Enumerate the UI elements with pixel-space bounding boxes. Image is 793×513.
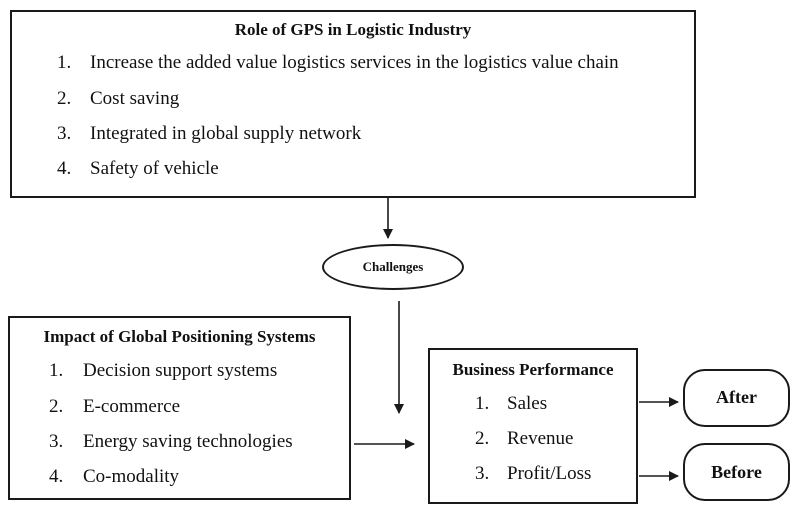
before-box: Before: [683, 443, 790, 501]
challenges-ellipse: Challenges: [322, 244, 464, 290]
impact-box-title: Impact of Global Positioning Systems: [43, 327, 316, 346]
item-text: Cost saving: [90, 88, 180, 109]
item-number: 4.: [49, 466, 64, 487]
item-text: Revenue: [507, 428, 574, 449]
impact-of-gps-box: Impact of Global Positioning Systems 1. D…: [8, 316, 351, 500]
item-text: Co-modality: [83, 466, 180, 487]
item-text: Increase the added value logistics servi…: [90, 52, 619, 73]
item-number: 2.: [475, 428, 490, 449]
item-text: E-commerce: [83, 396, 181, 417]
item-number: 3.: [57, 123, 72, 144]
item-number: 1.: [49, 360, 64, 381]
item-text: Sales: [507, 393, 548, 414]
item-number: 2.: [49, 396, 64, 417]
item-number: 2.: [57, 88, 72, 109]
item-text: Safety of vehicle: [90, 158, 219, 179]
item-number: 3.: [49, 431, 64, 452]
item-text: Profit/Loss: [507, 463, 592, 484]
after-box: After: [683, 369, 790, 427]
item-number: 3.: [475, 463, 490, 484]
role-of-gps-box: Role of GPS in Logistic Industry 1. Incre…: [10, 10, 696, 198]
business-box-title: Business Performance: [452, 360, 614, 379]
item-text: Integrated in global supply network: [90, 123, 362, 144]
item-number: 1.: [57, 52, 72, 73]
business-performance-box: Business Performance 1. Sales 2. Revenue 3…: [428, 348, 638, 504]
item-text: Decision support systems: [83, 360, 278, 381]
item-number: 4.: [57, 158, 72, 179]
item-number: 1.: [475, 393, 490, 414]
role-box-title: Role of GPS in Logistic Industry: [234, 20, 472, 39]
item-text: Energy saving technologies: [83, 431, 293, 452]
